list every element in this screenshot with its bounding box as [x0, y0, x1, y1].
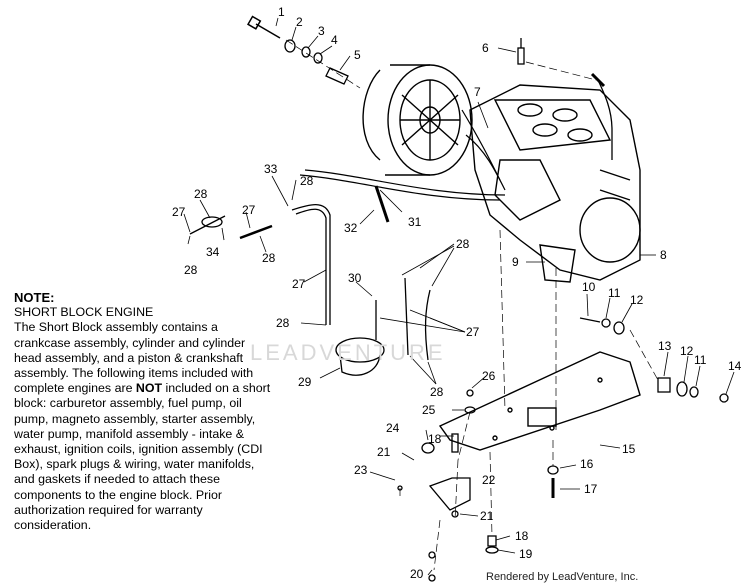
note-heading: NOTE:	[14, 290, 55, 305]
callout-28e: 28	[456, 237, 470, 251]
washer-parts	[284, 39, 323, 64]
callout-14: 14	[728, 359, 742, 373]
callout-4: 4	[331, 33, 338, 47]
spark-plug-part	[517, 38, 613, 160]
guide-lines	[285, 39, 659, 571]
bracket-part	[428, 477, 471, 511]
callout-28d: 28	[300, 174, 314, 188]
callout-25: 25	[422, 403, 436, 417]
starter-pulley	[362, 64, 473, 176]
callout-9: 9	[512, 255, 519, 269]
callout-24: 24	[386, 421, 400, 435]
hose-part	[189, 215, 273, 240]
callout-6: 6	[482, 41, 489, 55]
callout-28f: 28	[276, 316, 290, 330]
callout-21b: 21	[480, 509, 494, 523]
callout-20: 20	[410, 567, 424, 581]
note-body: The Short Block assembly contains a cran…	[14, 320, 276, 533]
callout-18a: 18	[428, 432, 442, 446]
note-text-before: The Short Block assembly contains a cran…	[14, 320, 254, 396]
callout-labels: 1 2 3 4 5 6 7 8 9 10 11 12 13 12 11 14 1…	[172, 5, 742, 581]
callout-26: 26	[482, 369, 496, 383]
callout-33: 33	[264, 162, 278, 176]
callout-34: 34	[206, 245, 220, 259]
callout-31: 31	[408, 215, 422, 229]
callout-28b: 28	[184, 263, 198, 277]
callout-27d: 27	[466, 325, 480, 339]
callout-8: 8	[660, 248, 667, 262]
throttle-cables	[299, 109, 506, 201]
callout-17: 17	[584, 482, 598, 496]
callout-19: 19	[519, 547, 533, 561]
callout-28g: 28	[430, 385, 444, 399]
callout-27a: 27	[172, 205, 186, 219]
fuel-lines	[291, 203, 431, 376]
shaft-part	[325, 67, 349, 85]
callout-2: 2	[296, 15, 303, 29]
callout-15: 15	[622, 442, 636, 456]
note-text-after: included on a short block: carburetor as…	[14, 381, 271, 533]
credit-text: Rendered by LeadVenture, Inc.	[486, 571, 639, 583]
callout-11b: 11	[694, 353, 707, 367]
bolt-part	[247, 15, 281, 39]
callout-13: 13	[658, 339, 672, 353]
callout-3: 3	[318, 24, 325, 38]
callout-11: 11	[608, 286, 621, 300]
callout-27b: 27	[242, 203, 256, 217]
callout-28c: 28	[262, 251, 276, 265]
callout-7: 7	[474, 85, 481, 99]
hardware-parts	[397, 317, 729, 582]
callout-32: 32	[344, 221, 358, 235]
callout-10: 10	[582, 280, 596, 294]
callout-1: 1	[278, 5, 285, 19]
watermark: LEADVENTURE	[250, 340, 446, 365]
callout-29: 29	[298, 375, 312, 389]
callout-30: 30	[348, 271, 362, 285]
mounting-plate	[438, 351, 641, 451]
callout-28a: 28	[194, 187, 208, 201]
callout-16: 16	[580, 457, 594, 471]
note-subheading: SHORT BLOCK ENGINE	[14, 305, 154, 320]
callout-21a: 21	[377, 445, 391, 459]
note-bold-word: NOT	[135, 381, 163, 396]
callout-12: 12	[630, 293, 644, 307]
callout-5: 5	[354, 48, 361, 62]
callout-12b: 12	[680, 344, 694, 358]
engine-block	[469, 84, 641, 283]
callout-23: 23	[354, 463, 368, 477]
short-block-note: NOTE: SHORT BLOCK ENGINE The Short Block…	[14, 290, 276, 533]
callout-27c: 27	[292, 277, 306, 291]
leader-lines	[183, 17, 735, 576]
callout-22: 22	[482, 473, 496, 487]
rod-part	[374, 185, 390, 223]
callout-18b: 18	[515, 529, 529, 543]
